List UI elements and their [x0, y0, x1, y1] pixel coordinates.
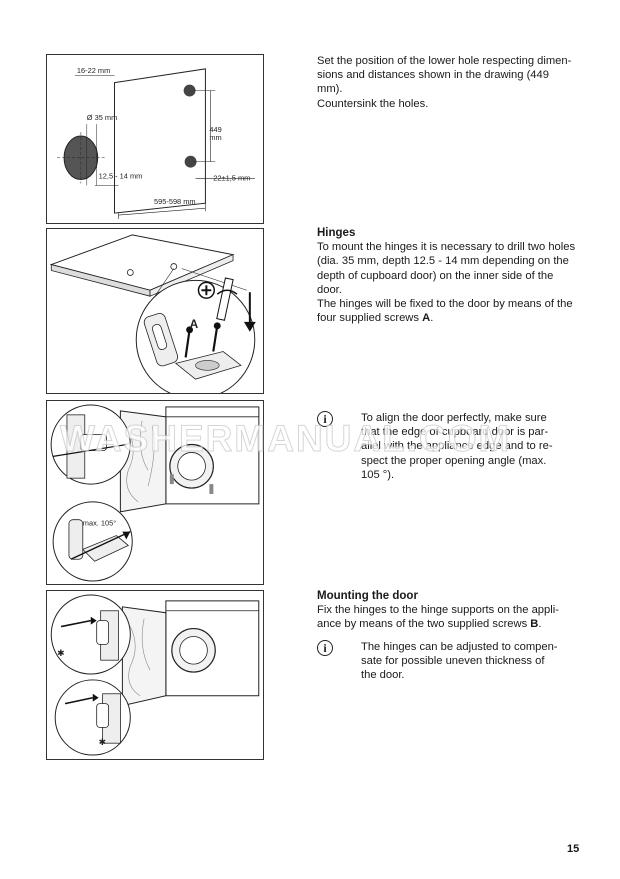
door-drilling-diagram: 16-22 mm Ø 35 mm 449 mm 12,5 - 14 mm 22±… — [46, 54, 264, 224]
lower-hinge-hole — [184, 155, 197, 168]
text-line: sions and distances shown in the drawing… — [317, 69, 549, 82]
angle-arrow — [70, 530, 131, 560]
text-line: ance by means of the two supplied screws… — [317, 617, 579, 631]
page-number: 15 — [567, 843, 580, 855]
mounting-heading: Mounting the door — [317, 590, 418, 602]
text-run: . — [538, 618, 542, 631]
label-hole-diameter: Ø 35 mm — [87, 113, 117, 122]
screw-icon-bottom: ✱ — [99, 737, 106, 747]
text-line: four supplied screws A. — [317, 311, 579, 325]
text-line: spect the proper opening angle (max. — [361, 454, 547, 467]
text-line: To align the door perfectly, make sure — [361, 412, 547, 424]
text-line: that the edge of cupboard door is par- — [361, 426, 549, 439]
text-run: four supplied screws — [317, 312, 423, 325]
text-line: Fix the hinges to the hinge supports on … — [317, 604, 559, 617]
label-max-angle: max. 105° — [83, 519, 116, 528]
text-line: sate for possible uneven thickness of — [361, 655, 545, 668]
screw-1 — [184, 329, 191, 358]
text-line: The hinges can be adjusted to compen- — [361, 641, 558, 653]
info-icon: i — [317, 640, 333, 656]
text-line: depth of cupboard door) on the inner sid… — [317, 269, 554, 282]
screw-reference-b: B — [530, 618, 539, 631]
door-alignment-diagram: max. 105° — [46, 400, 264, 585]
text-line: (dia. 35 mm, depth 12.5 - 14 mm dependin… — [317, 255, 569, 268]
screw-reference-a: A — [422, 312, 431, 325]
rotate-arrow-icon — [216, 289, 238, 295]
arrow-top — [60, 619, 91, 628]
text-line: Set the position of the lower hole respe… — [317, 55, 572, 67]
hinges-section: Hinges To mount the hinges it is necessa… — [317, 226, 579, 325]
text-run: ance by means of the two supplied screws — [317, 618, 531, 631]
text-line: door. — [317, 283, 342, 296]
hinge-hole-2 — [170, 263, 178, 270]
watermark: WASHERMANUAL.COM — [60, 418, 512, 460]
screwdriver-icon — [216, 277, 234, 321]
cupboard-door — [121, 606, 167, 707]
text-line: Countersink the holes. — [317, 97, 429, 110]
text-line: 105 °). — [361, 468, 395, 481]
door-mounting-diagram: ✱ ✱ — [46, 590, 264, 760]
door-mounting-drawing: ✱ ✱ — [50, 594, 260, 756]
text-line: the door. — [361, 669, 405, 682]
drilling-instructions: Set the position of the lower hole respe… — [317, 54, 579, 111]
screw-icon-top: ✱ — [57, 648, 64, 658]
label-hole-spacing: 449 — [209, 125, 221, 134]
label-depth: 12,5 - 14 mm — [99, 172, 143, 181]
text-line: mm). — [317, 83, 343, 96]
door-drilling-drawing: 16-22 mm Ø 35 mm 449 mm 12,5 - 14 mm 22±… — [57, 66, 255, 220]
text-line: To mount the hinges it is necessary to d… — [317, 241, 576, 254]
text-run: . — [430, 312, 434, 325]
door-alignment-drawing: max. 105° — [50, 404, 260, 582]
hinge-fixing-drawing: A — [49, 234, 256, 393]
note-text: To align the door perfectly, make sure t… — [361, 411, 571, 482]
hinge-fixing-diagram: A — [46, 228, 264, 394]
screw-marker-a: A — [190, 317, 199, 331]
mounting-section: Mounting the door Fix the hinges to the … — [317, 589, 579, 632]
label-hole-spacing-unit: mm — [209, 133, 221, 142]
hinge-hole-1 — [126, 269, 134, 276]
text-line: The hinges will be fixed to the door by … — [317, 298, 573, 311]
note-text: The hinges can be adjusted to compen- sa… — [361, 640, 571, 683]
cupboard-door — [119, 410, 167, 513]
label-door-width: 595-598 mm — [154, 197, 196, 206]
info-icon: i — [317, 411, 333, 427]
label-top-offset: 16-22 mm — [77, 66, 110, 75]
hinge-part-top — [80, 434, 107, 451]
upper-hinge-hole — [183, 84, 196, 97]
text-line: allel with the appliance edge and to re- — [361, 440, 553, 453]
hinges-heading: Hinges — [317, 227, 356, 239]
screw-2 — [212, 325, 219, 352]
arrow-bottom — [64, 696, 93, 705]
label-edge-offset: 22±1,5 mm — [213, 174, 250, 183]
